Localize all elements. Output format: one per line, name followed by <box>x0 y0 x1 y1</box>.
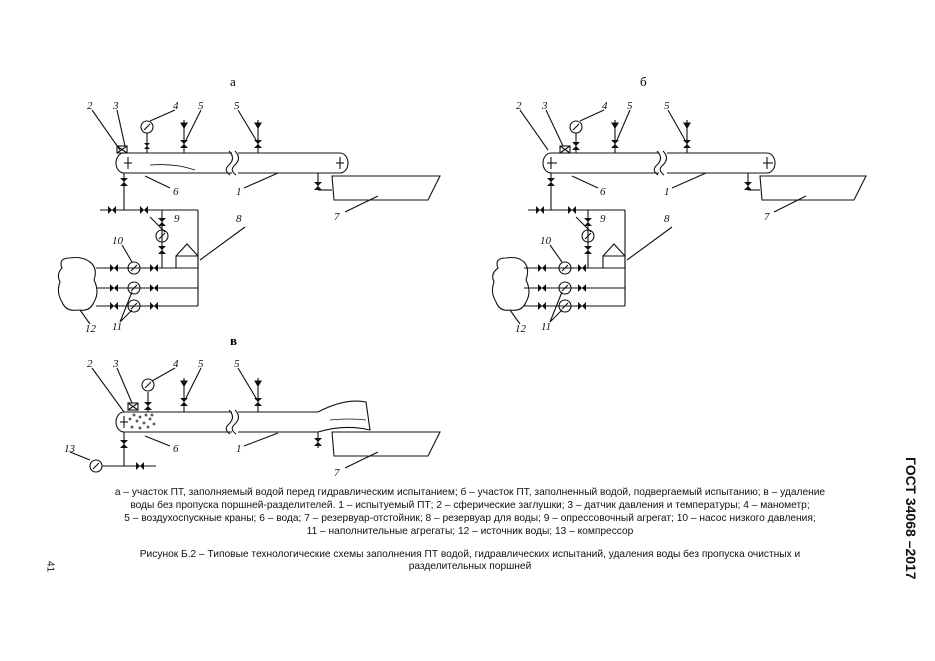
callout-b-2: 2 <box>516 100 522 112</box>
callout-a-1: 1 <box>236 186 242 198</box>
callout-a-10: 10 <box>112 235 124 247</box>
panel-label-b: б <box>640 74 647 89</box>
callout-b-7: 7 <box>764 211 770 223</box>
callout-b-3: 3 <box>541 100 548 112</box>
callout-b-11: 11 <box>541 321 551 333</box>
legend-line-2: воды без пропуска поршней-разделителей. … <box>130 500 810 511</box>
callout-b-1: 1 <box>664 186 670 198</box>
callout-b-12: 12 <box>515 323 527 335</box>
caption-line-1: Рисунок Б.2 – Типовые технологические сх… <box>139 549 801 560</box>
callout-b-5b: 5 <box>664 100 670 112</box>
callout-b-9: 9 <box>600 213 606 225</box>
callout-a-7: 7 <box>334 211 340 223</box>
scheme-b <box>491 109 867 325</box>
callout-a-4: 4 <box>173 100 179 112</box>
callout-b-8: 8 <box>664 213 670 225</box>
panel-label-a: а <box>230 74 236 89</box>
legend-line-1: а – участок ПТ, заполняемый водой перед … <box>114 487 826 498</box>
page-number: 41 <box>44 560 56 573</box>
callout-c-13: 13 <box>64 443 76 455</box>
callout-a-9: 9 <box>174 213 180 225</box>
callout-a-5: 5 <box>198 100 204 112</box>
callout-a-3: 3 <box>112 100 119 112</box>
callout-c-7: 7 <box>334 467 340 479</box>
callout-c-4: 4 <box>173 358 179 370</box>
callout-c-5: 5 <box>198 358 204 370</box>
figure-legend: а – участок ПТ, заполняемый водой перед … <box>70 486 870 538</box>
legend-line-3: 5 – воздухоспускные краны; 6 – вода; 7 –… <box>124 513 816 524</box>
callout-a-12: 12 <box>85 323 97 335</box>
callout-c-5b: 5 <box>234 358 240 370</box>
callout-a-5b: 5 <box>234 100 240 112</box>
figure-caption: Рисунок Б.2 – Типовые технологические сх… <box>70 549 870 573</box>
scheme-a <box>57 109 441 325</box>
callout-b-10: 10 <box>540 235 552 247</box>
callout-a-6: 6 <box>173 186 179 198</box>
callout-a-2: 2 <box>87 100 93 112</box>
callout-a-8: 8 <box>236 213 242 225</box>
figure-schemes: а б в 2 3 4 5 5 6 1 7 8 9 10 11 12 2 3 4… <box>57 74 867 479</box>
callout-b-5: 5 <box>627 100 633 112</box>
panel-label-c: в <box>230 333 237 348</box>
scheme-c <box>69 367 441 473</box>
legend-line-4: 11 – наполнительные агрегаты; 12 – источ… <box>306 526 634 537</box>
caption-line-2: разделительных поршней <box>408 561 532 572</box>
callout-a-11: 11 <box>112 321 122 333</box>
callout-b-6: 6 <box>600 186 606 198</box>
callout-c-3: 3 <box>112 358 119 370</box>
standard-title: ГОСТ 34068 –2017 <box>903 457 919 580</box>
callout-c-6: 6 <box>173 443 179 455</box>
callout-b-4: 4 <box>602 100 608 112</box>
callout-c-1: 1 <box>236 443 242 455</box>
callout-c-2: 2 <box>87 358 93 370</box>
